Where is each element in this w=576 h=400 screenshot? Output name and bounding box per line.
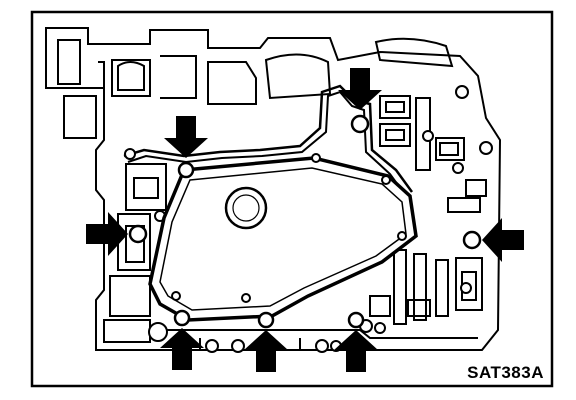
indicated-bolts	[128, 114, 482, 329]
arrow-right-bolt	[482, 218, 524, 262]
callout-arrows	[86, 68, 524, 372]
arrow-top-right-bolt	[338, 68, 382, 110]
strainer-cover	[148, 153, 418, 322]
case-bolts	[124, 85, 493, 353]
strainer-port	[224, 186, 268, 230]
arrow-bottom-center-bolt	[244, 330, 288, 372]
frame-border	[30, 10, 554, 388]
arrow-top-left-bolt	[164, 116, 208, 158]
arrow-bottom-left-bolt	[160, 328, 204, 370]
transmission-case	[45, 27, 502, 351]
arrow-bottom-right-bolt	[334, 330, 378, 372]
arrow-left-bolt	[86, 212, 128, 256]
reference-code: SAT383A	[467, 363, 544, 382]
